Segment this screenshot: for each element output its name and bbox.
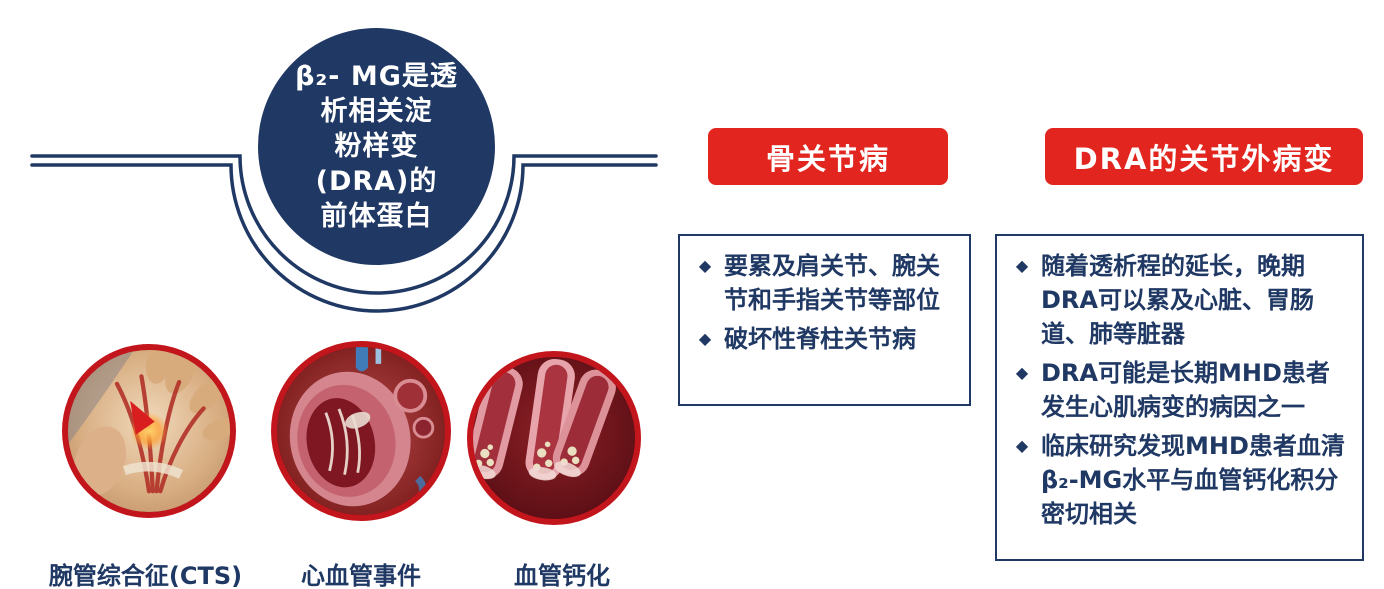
- bullet-item-text: DRA可能是长期MHD患者发生心肌病变的病因之一: [1041, 359, 1330, 421]
- title-line: β₂- MG是透: [295, 61, 458, 92]
- cts-image: [62, 344, 236, 518]
- bullet-item-text: 要累及肩关节、腕关节和手指关节等部位: [724, 252, 940, 314]
- cardiovascular-label: 心血管事件: [301, 562, 421, 589]
- cts-label: 腕管综合征(CTS): [48, 562, 243, 589]
- diamond-bullet-icon: ◆: [1015, 436, 1029, 455]
- title-circle: β₂- MG是透 析相关淀 粉样变 (DRA)的 前体蛋白: [258, 28, 495, 265]
- title-line: 粉样变: [334, 131, 419, 162]
- bullet-item: ◆ 临床研究发现MHD患者血清β₂-MG水平与血管钙化积分密切相关: [1003, 429, 1352, 531]
- diamond-bullet-icon: ◆: [698, 329, 712, 348]
- diamond-bullet-icon: ◆: [698, 256, 712, 275]
- banner-dra-extraarticular: DRA的关节外病变: [1045, 128, 1363, 185]
- cardiovascular-image: [271, 341, 451, 521]
- diamond-bullet-icon: ◆: [1015, 256, 1029, 275]
- vascular-calcification-label: 血管钙化: [514, 562, 610, 589]
- title-line: 析相关淀: [320, 96, 433, 127]
- bone-joint-disease-box: ◆ 要累及肩关节、腕关节和手指关节等部位 ◆ 破坏性脊柱关节病: [678, 234, 971, 406]
- bullet-item: ◆ 破坏性脊柱关节病: [686, 322, 959, 356]
- extraarticular-lesions-box: ◆ 随着透析程的延长，晚期DRA可以累及心脏、胃肠道、肺等脏器 ◆ DRA可能是…: [995, 234, 1364, 561]
- title-line: (DRA)的: [315, 166, 438, 197]
- bullet-item-text: 破坏性脊柱关节病: [724, 325, 916, 353]
- bullet-item: ◆ 随着透析程的延长，晚期DRA可以累及心脏、胃肠道、肺等脏器: [1003, 249, 1352, 351]
- bullet-item: ◆ 要累及肩关节、腕关节和手指关节等部位: [686, 249, 959, 317]
- bullet-item-text: 随着透析程的延长，晚期DRA可以累及心脏、胃肠道、肺等脏器: [1041, 252, 1314, 348]
- banner-bone-joint-disease: 骨关节病: [708, 128, 948, 185]
- bullet-item-text: 临床研究发现MHD患者血清β₂-MG水平与血管钙化积分密切相关: [1041, 432, 1345, 528]
- title-line: 前体蛋白: [320, 201, 433, 232]
- diamond-bullet-icon: ◆: [1015, 363, 1029, 382]
- vascular-calcification-image: [467, 351, 641, 525]
- bullet-item: ◆ DRA可能是长期MHD患者发生心肌病变的病因之一: [1003, 356, 1352, 424]
